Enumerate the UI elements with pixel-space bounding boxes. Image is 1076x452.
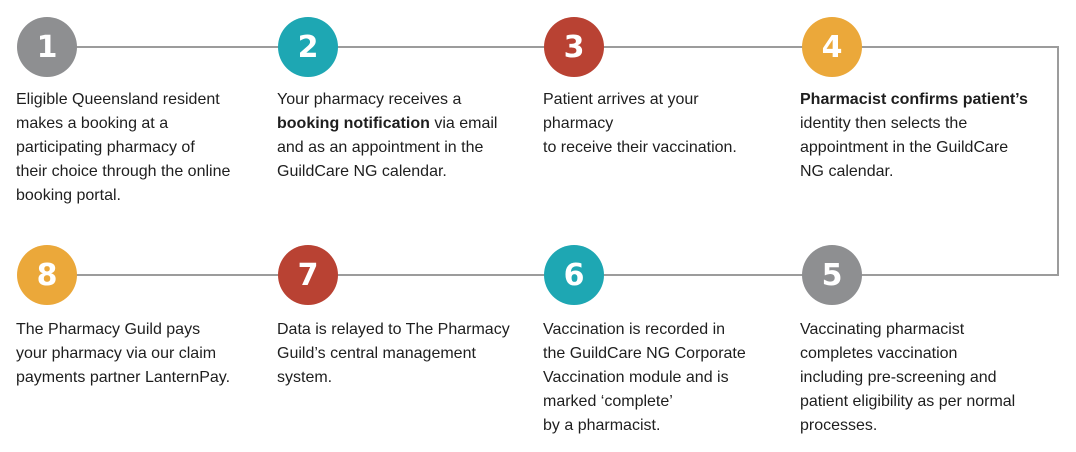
step-4-number-badge: 4 (802, 17, 862, 77)
step-5-line-2: completes vaccination (800, 345, 958, 362)
step-4-line-3: appointment in the GuildCare (800, 139, 1009, 156)
step-3-line-1: Patient arrives at your (543, 91, 699, 108)
step-2-highlight: booking notification (277, 115, 430, 132)
step-1-line-2: makes a booking at a (16, 115, 169, 132)
step-6-line-5: by a pharmacist. (543, 417, 661, 434)
step-6-line-2: the GuildCare NG Corporate (543, 345, 746, 362)
step-8-description: The Pharmacy Guild pays your pharmacy via… (16, 318, 266, 390)
step-5-description: Vaccinating pharmacist completes vaccinat… (800, 318, 1050, 438)
step-1-line-4: their choice through the online (16, 163, 231, 180)
step-2-description: Your pharmacy receives a booking notifica… (277, 88, 527, 184)
step-6-number-badge: 6 (544, 245, 604, 305)
step-6-line-3: Vaccination module and is (543, 369, 729, 386)
step-4-line-1: Pharmacist confirms patient’s (800, 88, 1050, 112)
step-4-line-4: NG calendar. (800, 163, 894, 180)
step-6-description: Vaccination is recorded in the GuildCare … (543, 318, 793, 438)
step-7-line-3: system. (277, 369, 333, 386)
step-1-description: Eligible Queensland resident makes a book… (16, 88, 266, 208)
step-2-line-2: booking notification via email (277, 115, 498, 132)
step-1-line-3: participating pharmacy of (16, 139, 195, 156)
step-6-line-4: marked ‘complete’ (543, 393, 673, 410)
step-7-line-2: Guild’s central management (277, 345, 476, 362)
step-2-line-3: and as an appointment in the (277, 139, 484, 156)
step-8-line-1: The Pharmacy Guild pays (16, 321, 201, 338)
step-5-line-5: processes. (800, 417, 878, 434)
step-3-line-2: pharmacy (543, 115, 614, 132)
step-2-line-4: GuildCare NG calendar. (277, 163, 447, 180)
step-5-number-badge: 5 (802, 245, 862, 305)
step-8-number-badge: 8 (17, 245, 77, 305)
step-6-line-1: Vaccination is recorded in (543, 321, 726, 338)
step-7-number-badge: 7 (278, 245, 338, 305)
step-4-line-2: identity then selects the (800, 115, 968, 132)
step-5-line-3: including pre-screening and (800, 369, 997, 386)
step-8-line-3: payments partner LanternPay. (16, 369, 231, 386)
step-8-line-2: your pharmacy via our claim (16, 345, 217, 362)
step-4-description: Pharmacist confirms patient’s identity th… (800, 88, 1050, 184)
step-2-number-badge: 2 (278, 17, 338, 77)
step-2-line-1: Your pharmacy receives a (277, 91, 462, 108)
step-1-line-5: booking portal. (16, 187, 121, 204)
step-3-number-badge: 3 (544, 17, 604, 77)
step-5-line-1: Vaccinating pharmacist (800, 321, 965, 338)
step-7-line-1: Data is relayed to The Pharmacy (277, 321, 510, 338)
step-4-highlight: Pharmacist confirms patient’s (800, 91, 1028, 108)
step-1-line-1: Eligible Queensland resident (16, 91, 220, 108)
step-1-number-badge: 1 (17, 17, 77, 77)
step-3-line-3: to receive their vaccination. (543, 139, 737, 156)
step-5-line-4: patient eligibility as per normal (800, 393, 1016, 410)
step-3-description: Patient arrives at your pharmacy to receiv… (543, 88, 793, 160)
